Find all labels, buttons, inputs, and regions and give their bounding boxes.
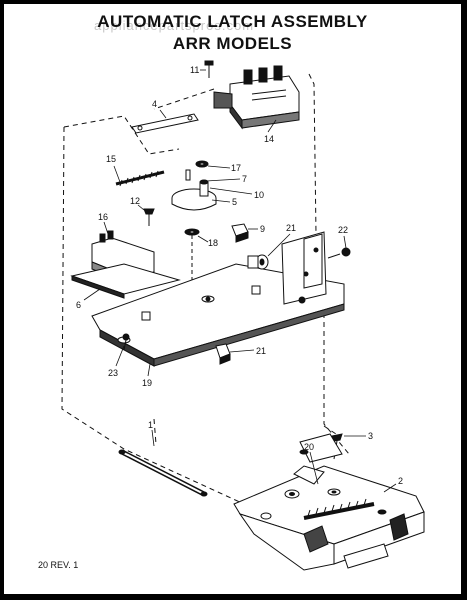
- latch-base-part-2: [233, 433, 425, 571]
- callout-20: 20: [304, 442, 314, 452]
- callout-21-lower: 21: [256, 346, 266, 356]
- callout-18: 18: [208, 238, 218, 248]
- callout-2: 2: [398, 476, 403, 486]
- pin-part-7: [185, 169, 191, 181]
- callout-17: 17: [231, 163, 241, 173]
- callout-16: 16: [98, 212, 108, 222]
- assembly-guide-lines: [61, 73, 350, 505]
- clip-part-9: [231, 223, 249, 243]
- bracket-part-19: [91, 231, 345, 367]
- screw-part-12: [143, 208, 155, 226]
- callout-5: 5: [232, 197, 237, 207]
- cam-part-5: [171, 179, 217, 211]
- callout-4: 4: [152, 99, 157, 109]
- screw-part-11: [204, 60, 214, 78]
- callout-19: 19: [142, 378, 152, 388]
- screw-part-23: [122, 333, 130, 351]
- spring-part-15: [115, 170, 165, 187]
- rod-part-1: [118, 449, 208, 497]
- plate-part-6: [70, 263, 181, 299]
- screw-part-22: [327, 247, 351, 259]
- callout-1: 1: [148, 420, 153, 430]
- callout-9: 9: [260, 224, 265, 234]
- exploded-parts-diagram: 11 4 14 15 17 7 10 5 12 16 9 21 22 18 6 …: [61, 60, 425, 571]
- callout-15: 15: [106, 154, 116, 164]
- callout-6: 6: [76, 300, 81, 310]
- revision-note: 20 REV. 1: [38, 560, 79, 570]
- callout-labels: 11 4 14 15 17 7 10 5 12 16 9 21 22 18 6 …: [76, 65, 403, 486]
- callout-12: 12: [130, 196, 140, 206]
- grommet-part-21-upper: [247, 254, 269, 270]
- callout-10: 10: [254, 190, 264, 200]
- callout-3: 3: [368, 431, 373, 441]
- callout-22: 22: [338, 225, 348, 235]
- callout-14: 14: [264, 134, 274, 144]
- diagram-subtitle: ARR MODELS: [172, 34, 293, 53]
- switch-part-14: [213, 65, 300, 130]
- callout-11: 11: [190, 65, 199, 75]
- diagram-title: AUTOMATIC LATCH ASSEMBLY: [97, 12, 368, 31]
- diagram-page: appliancepartspros.com AUTOMATIC LATCH A…: [4, 4, 461, 594]
- callout-21-upper: 21: [286, 223, 296, 233]
- clip-part-21-lower: [215, 343, 231, 365]
- callout-23: 23: [108, 368, 118, 378]
- link-bar-part-4: [131, 113, 199, 134]
- callout-7: 7: [242, 174, 247, 184]
- leader-lines: [83, 69, 397, 493]
- watermark: appliancepartspros.com: [94, 18, 255, 33]
